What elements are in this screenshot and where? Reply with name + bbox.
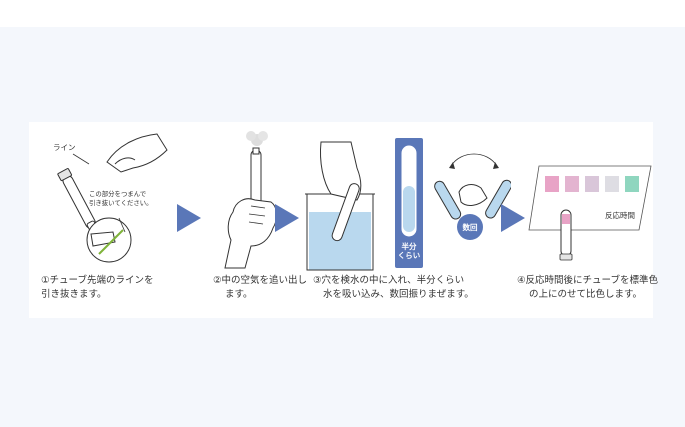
step-2-illustration <box>224 131 278 269</box>
arrow-2 <box>275 204 299 232</box>
step-4-caption: ④反応時間後にチューブを標準色 の上にのせて比色します。 <box>517 275 658 300</box>
beaker-shape <box>306 194 374 271</box>
arrow-3 <box>501 204 525 232</box>
step-1-illustration <box>57 133 168 263</box>
top-band <box>0 0 685 27</box>
half-label: 半分 くらい <box>397 242 421 260</box>
reaction-time-label: 反応時間 <box>605 211 635 220</box>
color-swatches <box>545 176 639 192</box>
color-chart-card <box>528 165 652 231</box>
pinch-note-line-1: この部分をつまんで <box>89 190 147 198</box>
step-4-illustration <box>528 165 652 261</box>
line-label: ライン <box>53 143 76 152</box>
step-3-illustration <box>305 138 511 271</box>
arrow-1 <box>177 204 201 232</box>
step-2-caption: ②中の空気を追い出し ます。 <box>213 275 308 300</box>
step-1: ライン この部分をつまんで 引き抜いてください。 ①チューブ先端のラインを 引き… <box>29 122 169 318</box>
step-2: ②中の空気を追い出し ます。 <box>205 122 308 318</box>
step-3-caption: ③穴を検水の中に入れ、半分くらい 水を吸い込み、数回振りまぜます。 <box>313 275 474 300</box>
pinch-note-line-2: 引き抜いてください。 <box>89 199 153 207</box>
step-3: 半分 くらい 数回 ③穴を検水の中に入れ、半分くらい 水を吸い込み、数回振りまぜ… <box>301 122 511 318</box>
instruction-card: ライン この部分をつまんで 引き抜いてください。 ①チューブ先端のラインを 引き… <box>29 122 658 318</box>
step-4: 反応時間 ④反応時間後にチューブを標準色 の上にのせて比色します。 <box>491 122 658 318</box>
step-1-caption: ①チューブ先端のラインを 引き抜きます。 <box>41 275 154 300</box>
several-times-badge: 数回 <box>457 214 483 240</box>
